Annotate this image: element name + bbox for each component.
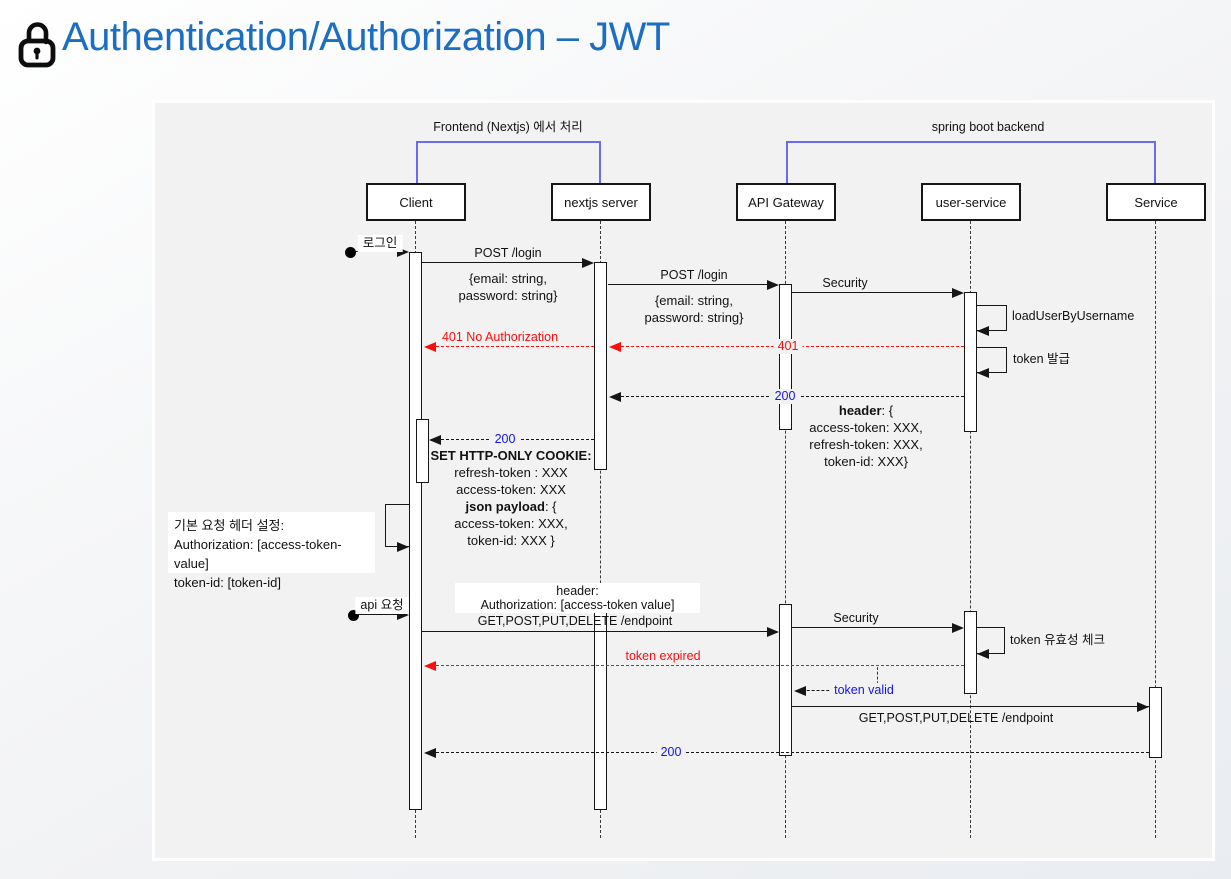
gateway-lifeline	[785, 221, 786, 838]
service-lifeline	[1155, 221, 1156, 838]
security2-arrowhead	[952, 623, 964, 633]
api-request-found-dot	[348, 610, 359, 621]
api-request-found-line	[357, 614, 400, 615]
get-endpoint2-label: GET,POST,PUT,DELETE /endpoint	[858, 711, 1054, 725]
client-selfcall-arrow	[397, 542, 409, 552]
security1-line	[792, 292, 956, 293]
json-payload-rest: : {	[544, 499, 557, 514]
token-expired-line	[426, 665, 964, 666]
err401-client-label: 401 No Authorization	[441, 330, 559, 344]
token-issue-selfcall-arrow	[977, 368, 989, 378]
request-header-note: header: Authorization: [access-token val…	[455, 583, 700, 613]
gateway-activation-2	[779, 604, 792, 756]
token-check-label: token 유효성 체크	[1010, 633, 1106, 647]
token-valid-arrowhead	[794, 686, 806, 696]
user-service-activation-2	[964, 611, 977, 694]
cookie-title: SET HTTP-ONLY COOKIE:	[430, 448, 592, 463]
security1-label: Security	[822, 276, 868, 290]
nextjs-activation-1	[594, 262, 607, 470]
login-found-arrowhead	[397, 247, 409, 257]
participant-client: Client	[366, 183, 466, 221]
diagram-panel	[152, 100, 1215, 861]
frontend-group-label: Frontend (Nextjs) 에서 처리	[433, 120, 583, 134]
post-login1-label: POST /login	[474, 246, 542, 260]
get-endpoint1-line	[422, 631, 770, 632]
ok200-client-arrowhead	[429, 435, 441, 445]
cookie-lines-1: refresh-token : XXX access-token: XXX	[454, 465, 568, 497]
token-valid-label: token valid	[830, 683, 898, 698]
load-user-label: loadUserByUsername	[1012, 309, 1135, 323]
err401-client-arrowhead	[424, 342, 436, 352]
header-lines: access-token: XXX, refresh-token: XXX, t…	[809, 420, 923, 469]
backend-group-label: spring boot backend	[931, 120, 1045, 134]
header-rest: : {	[881, 403, 894, 418]
err401-client-line	[426, 346, 594, 347]
participant-nextjs-server: nextjs server	[551, 183, 651, 221]
token-check-selfcall-loop	[977, 627, 1005, 654]
get-endpoint1-arrowhead	[767, 627, 779, 637]
security2-line	[792, 627, 956, 628]
participant-service: Service	[1106, 183, 1206, 221]
get-endpoint2-line	[792, 706, 1149, 707]
post-login2-body: {email: string, password: string}	[644, 293, 744, 325]
token-check-selfcall-arrow	[977, 649, 989, 659]
err401-label: 401	[773, 339, 803, 354]
login-found-dot	[345, 247, 356, 258]
post-login2-line	[608, 284, 771, 285]
json-payload-bold: json payload	[465, 499, 545, 514]
frontend-group-bracket	[416, 141, 601, 185]
ok200-final-arrowhead	[424, 748, 436, 758]
lock-icon	[18, 22, 56, 68]
security1-arrowhead	[952, 288, 964, 298]
post-login2-label: POST /login	[660, 268, 728, 282]
security2-label: Security	[833, 611, 879, 625]
login-found-label: 로그인	[357, 235, 403, 252]
nextjs-activation-2	[594, 607, 607, 810]
api-request-found-arrowhead	[397, 610, 409, 620]
set-cookie-block: SET HTTP-ONLY COOKIE: refresh-token : XX…	[430, 447, 591, 549]
get-endpoint1-label: GET,POST,PUT,DELETE /endpoint	[477, 614, 673, 628]
ok200-gateway-label: 200	[770, 389, 800, 404]
token-issue-label: token 발급	[1013, 352, 1071, 366]
default-header-note: 기본 요청 헤더 설정: Authorization: [access-toke…	[168, 512, 375, 590]
participant-user-service: user-service	[921, 183, 1021, 221]
ok200-final-line	[426, 752, 1149, 753]
ok200-final-label: 200	[656, 745, 686, 760]
token-expired-label: token expired	[621, 649, 705, 664]
post-login1-body: {email: string, password: string}	[458, 271, 558, 303]
service-activation	[1149, 687, 1162, 758]
load-user-selfcall-loop	[977, 305, 1007, 331]
header-bold: header	[838, 403, 882, 418]
user-service-lifeline	[970, 221, 971, 838]
page-header: Authentication/Authorization – JWT	[18, 14, 670, 68]
user-service-activation-1	[964, 292, 977, 432]
post-login2-arrowhead	[767, 280, 779, 290]
token-valid-elbow	[877, 667, 878, 689]
ok200-client-label: 200	[490, 432, 520, 447]
post-login1-arrowhead	[582, 258, 594, 268]
backend-group-bracket	[786, 141, 1156, 185]
client-selfcall-loop	[385, 504, 409, 547]
token-issue-selfcall-loop	[977, 347, 1007, 373]
api-request-found-label: api 요청	[355, 597, 409, 614]
nextjs-lifeline	[600, 221, 601, 838]
participant-api-gateway: API Gateway	[736, 183, 836, 221]
page-title: Authentication/Authorization – JWT	[62, 15, 670, 59]
client-activation	[409, 252, 422, 810]
cookie-lines-2: access-token: XXX, token-id: XXX }	[454, 516, 568, 548]
token-expired-arrowhead	[424, 661, 436, 671]
ok200-gateway-arrowhead	[609, 392, 621, 402]
err401-arrowhead	[609, 342, 621, 352]
load-user-selfcall-arrow	[977, 326, 989, 336]
get-endpoint2-arrowhead	[1137, 702, 1149, 712]
post-login1-line	[422, 262, 585, 263]
gateway-activation-1	[779, 284, 792, 430]
header-payload-block: header: { access-token: XXX, refresh-tok…	[809, 402, 922, 470]
client-nested-activation	[416, 419, 429, 483]
